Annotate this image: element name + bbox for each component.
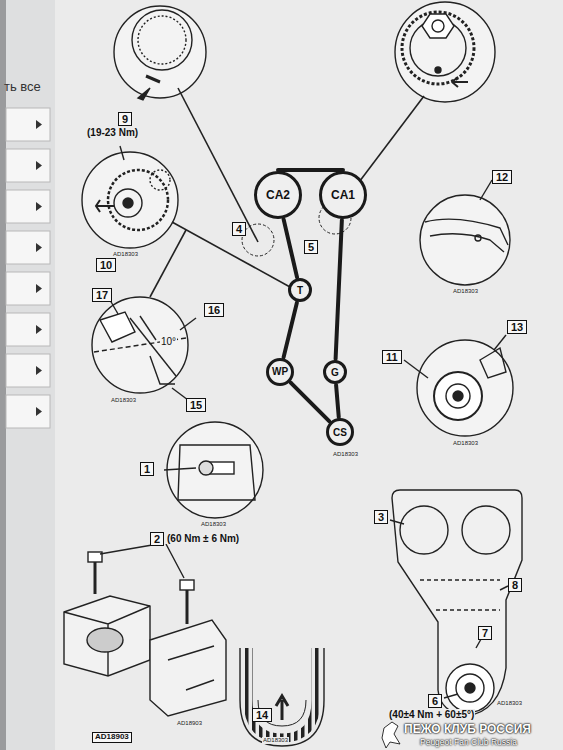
pulley-label: WP xyxy=(272,366,288,377)
callout-number: 2 xyxy=(150,532,164,546)
menu-arrow xyxy=(36,243,42,252)
pulley-circle: G xyxy=(323,360,347,384)
tensioner-pulley-detail xyxy=(404,335,513,436)
menu-arrow xyxy=(36,161,42,170)
callout-number: 15 xyxy=(186,398,206,412)
callout-number: 13 xyxy=(507,320,527,334)
timing-belt xyxy=(284,303,297,358)
figure-code: AD18303 xyxy=(200,521,227,528)
figure-code: AD18303 xyxy=(452,288,479,295)
cover-detail xyxy=(420,180,510,285)
timing-cover xyxy=(390,490,522,716)
callout-number: 14 xyxy=(252,708,272,722)
menu-text: ть все xyxy=(4,80,41,94)
camshaft-gear-detail xyxy=(395,2,495,102)
menu-row xyxy=(6,231,50,264)
menu-arrow xyxy=(36,325,42,334)
callout-number: 11 xyxy=(382,350,402,364)
menu-row xyxy=(6,354,50,387)
callout-number: 8 xyxy=(508,578,522,592)
figure-code: AD18303 xyxy=(332,451,359,458)
callout-number: 6 xyxy=(428,694,442,708)
callout-number: 17 xyxy=(92,288,112,302)
callout-number: 3 xyxy=(374,510,388,524)
figure-code: AD18303 xyxy=(110,397,137,404)
figure-code: AD18903 xyxy=(92,732,132,743)
timing-belt xyxy=(291,383,330,422)
menu-arrow xyxy=(36,366,42,375)
leader-line xyxy=(150,88,424,297)
pulley-label: CA2 xyxy=(266,188,290,202)
timing-belt xyxy=(284,219,297,277)
pulley-circle: CA1 xyxy=(319,171,367,219)
callout-number: 10 xyxy=(96,258,116,272)
callout-number: 1 xyxy=(140,462,154,476)
callout-number: 16 xyxy=(204,303,224,317)
belt-detail xyxy=(240,648,324,746)
torque-spec: (19-23 Nm) xyxy=(86,127,139,138)
figure-code: AD18303 xyxy=(112,251,139,258)
menu-arrow xyxy=(36,407,42,416)
watermark: ПЕЖО КЛУБ РОССИЯ xyxy=(404,723,531,736)
stud-detail xyxy=(164,422,263,518)
pulley-circle: T xyxy=(288,278,312,302)
figure-code: AD18903 xyxy=(176,720,203,727)
timing-belt xyxy=(278,168,343,172)
pulley-circle: CS xyxy=(326,418,354,446)
figure-code: AD18303 xyxy=(452,440,479,447)
watermark-logo xyxy=(382,722,400,748)
pulley-label: CS xyxy=(333,427,347,438)
menu-arrow xyxy=(36,284,42,293)
pulley-circle: CA2 xyxy=(254,171,302,219)
callout-number: 4 xyxy=(232,222,246,236)
callout-number: 9 xyxy=(118,112,132,126)
menu-row xyxy=(6,149,50,182)
figure-code: AD18303 xyxy=(496,700,523,707)
menu-row xyxy=(6,395,50,428)
menu-arrow xyxy=(36,120,42,129)
watermark: Peugeot Fan Club Russia xyxy=(420,738,517,747)
menu-row xyxy=(6,313,50,346)
pulley-label: T xyxy=(297,285,303,296)
callout-number: 5 xyxy=(304,240,318,254)
timing-belt xyxy=(336,220,342,359)
menu-row xyxy=(6,108,50,141)
side-menu xyxy=(6,108,50,428)
torque-spec: (60 Nm ± 6 Nm) xyxy=(166,533,240,544)
torque-spec: (40±4 Nm + 60±5°) xyxy=(388,709,475,720)
engine-mount xyxy=(64,544,226,716)
tensioner-detail xyxy=(82,146,178,248)
callout-number: 12 xyxy=(492,170,512,184)
figure-code: AD18303 xyxy=(262,737,289,744)
pulley-label: G xyxy=(331,367,339,378)
menu-row xyxy=(6,272,50,305)
pulley-label: CA1 xyxy=(331,188,355,202)
menu-row xyxy=(6,190,50,223)
menu-arrow xyxy=(36,202,42,211)
pulley-circle: WP xyxy=(266,358,294,386)
timing-mark-detail xyxy=(92,297,196,400)
angle-label: 10° xyxy=(160,336,177,347)
timing-belt xyxy=(336,385,339,417)
callout-number: 7 xyxy=(478,626,492,640)
camshaft-detail-left xyxy=(114,6,206,100)
